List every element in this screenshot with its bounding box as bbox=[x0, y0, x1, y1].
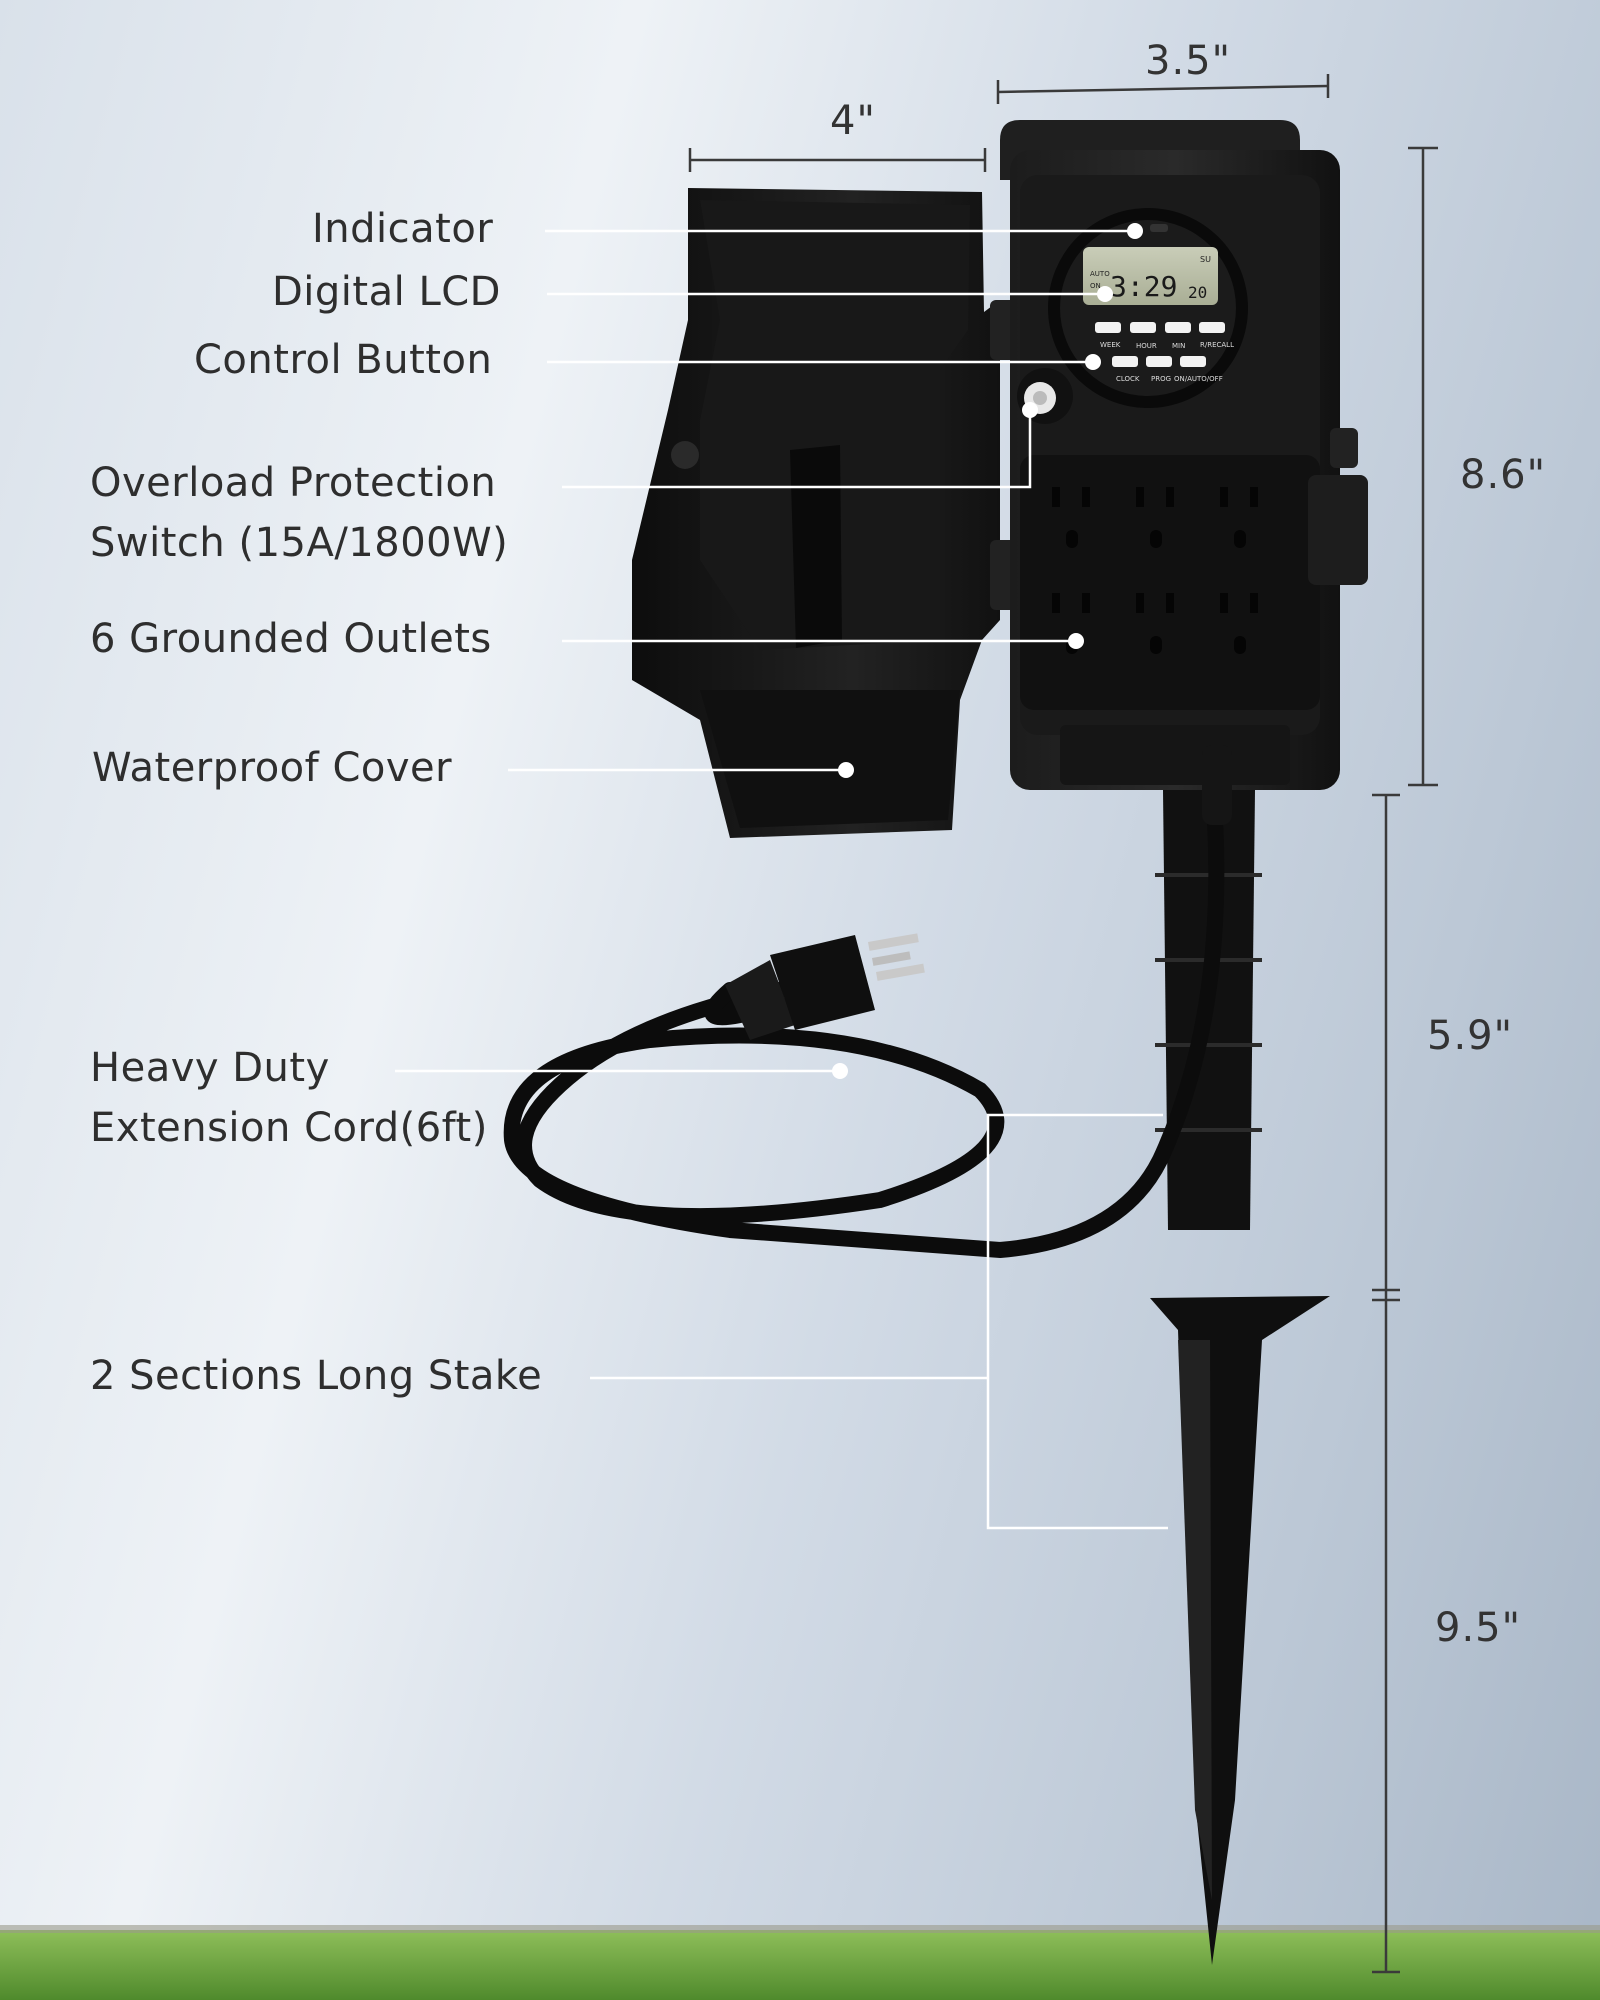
min-label: MIN bbox=[1172, 342, 1185, 350]
label-overload-line1: Overload Protection bbox=[90, 460, 497, 506]
leader-lines bbox=[395, 229, 1168, 1530]
plug bbox=[725, 933, 925, 1040]
label-waterproof-cover: Waterproof Cover bbox=[92, 745, 453, 791]
outlets bbox=[1052, 487, 1258, 654]
onauto-label: ON/AUTO/OFF bbox=[1174, 375, 1223, 383]
waterproof-cover bbox=[632, 188, 1020, 838]
outlet[interactable] bbox=[1136, 593, 1174, 654]
label-digital-lcd: Digital LCD bbox=[272, 269, 501, 315]
min-button[interactable] bbox=[1165, 322, 1191, 333]
dim-box-height: 8.6" bbox=[1460, 452, 1547, 498]
indicator-led bbox=[1150, 224, 1168, 232]
label-stake: 2 Sections Long Stake bbox=[90, 1353, 543, 1399]
grass-strip bbox=[0, 1930, 1600, 2000]
prog-label: PROG bbox=[1151, 375, 1171, 383]
dim-box-width: 3.5" bbox=[1145, 38, 1232, 84]
outlet[interactable] bbox=[1136, 487, 1174, 548]
lcd-mode-bottom: ON bbox=[1090, 282, 1101, 290]
recall-label: R/RECALL bbox=[1200, 341, 1234, 349]
label-outlets: 6 Grounded Outlets bbox=[90, 616, 492, 662]
recall-button[interactable] bbox=[1199, 322, 1225, 333]
leader-dots bbox=[832, 223, 1143, 1079]
label-cord-line2: Extension Cord(6ft) bbox=[90, 1105, 488, 1151]
week-label: WEEK bbox=[1100, 341, 1121, 349]
week-button[interactable] bbox=[1095, 322, 1121, 333]
hour-button[interactable] bbox=[1130, 322, 1156, 333]
lcd-mode-top: AUTO bbox=[1090, 270, 1110, 278]
lcd-seconds: 20 bbox=[1188, 283, 1207, 302]
outlet[interactable] bbox=[1220, 487, 1258, 548]
clock-label: CLOCK bbox=[1116, 375, 1140, 383]
label-cord-line1: Heavy Duty bbox=[90, 1045, 330, 1091]
ground-stake bbox=[1150, 790, 1330, 1965]
label-overload-line2: Switch (15A/1800W) bbox=[90, 520, 509, 566]
lcd-time: 3:29 bbox=[1110, 270, 1177, 303]
label-control-button: Control Button bbox=[194, 337, 493, 383]
label-indicator: Indicator bbox=[312, 206, 494, 252]
lcd-display: AUTO ON SU 3:29 20 bbox=[1083, 247, 1218, 305]
prog-button[interactable] bbox=[1146, 356, 1172, 367]
dim-lower-stake: 9.5" bbox=[1435, 1605, 1522, 1651]
dim-upper-stake: 5.9" bbox=[1427, 1013, 1514, 1059]
timer-buttons: WEEK HOUR MIN R/RECALL CLOCK PROG ON/AUT… bbox=[1095, 322, 1234, 383]
lcd-day: SU bbox=[1200, 255, 1211, 264]
clock-button[interactable] bbox=[1112, 356, 1138, 367]
dimension-lines bbox=[688, 74, 1438, 1974]
onauto-button[interactable] bbox=[1180, 356, 1206, 367]
dim-cover-width: 4" bbox=[830, 98, 876, 144]
outlet[interactable] bbox=[1220, 593, 1258, 654]
hour-label: HOUR bbox=[1136, 342, 1157, 350]
timer-dial: AUTO ON SU 3:29 20 WEEK HOUR MIN R/RECAL… bbox=[1048, 208, 1248, 408]
outlet[interactable] bbox=[1052, 487, 1090, 548]
